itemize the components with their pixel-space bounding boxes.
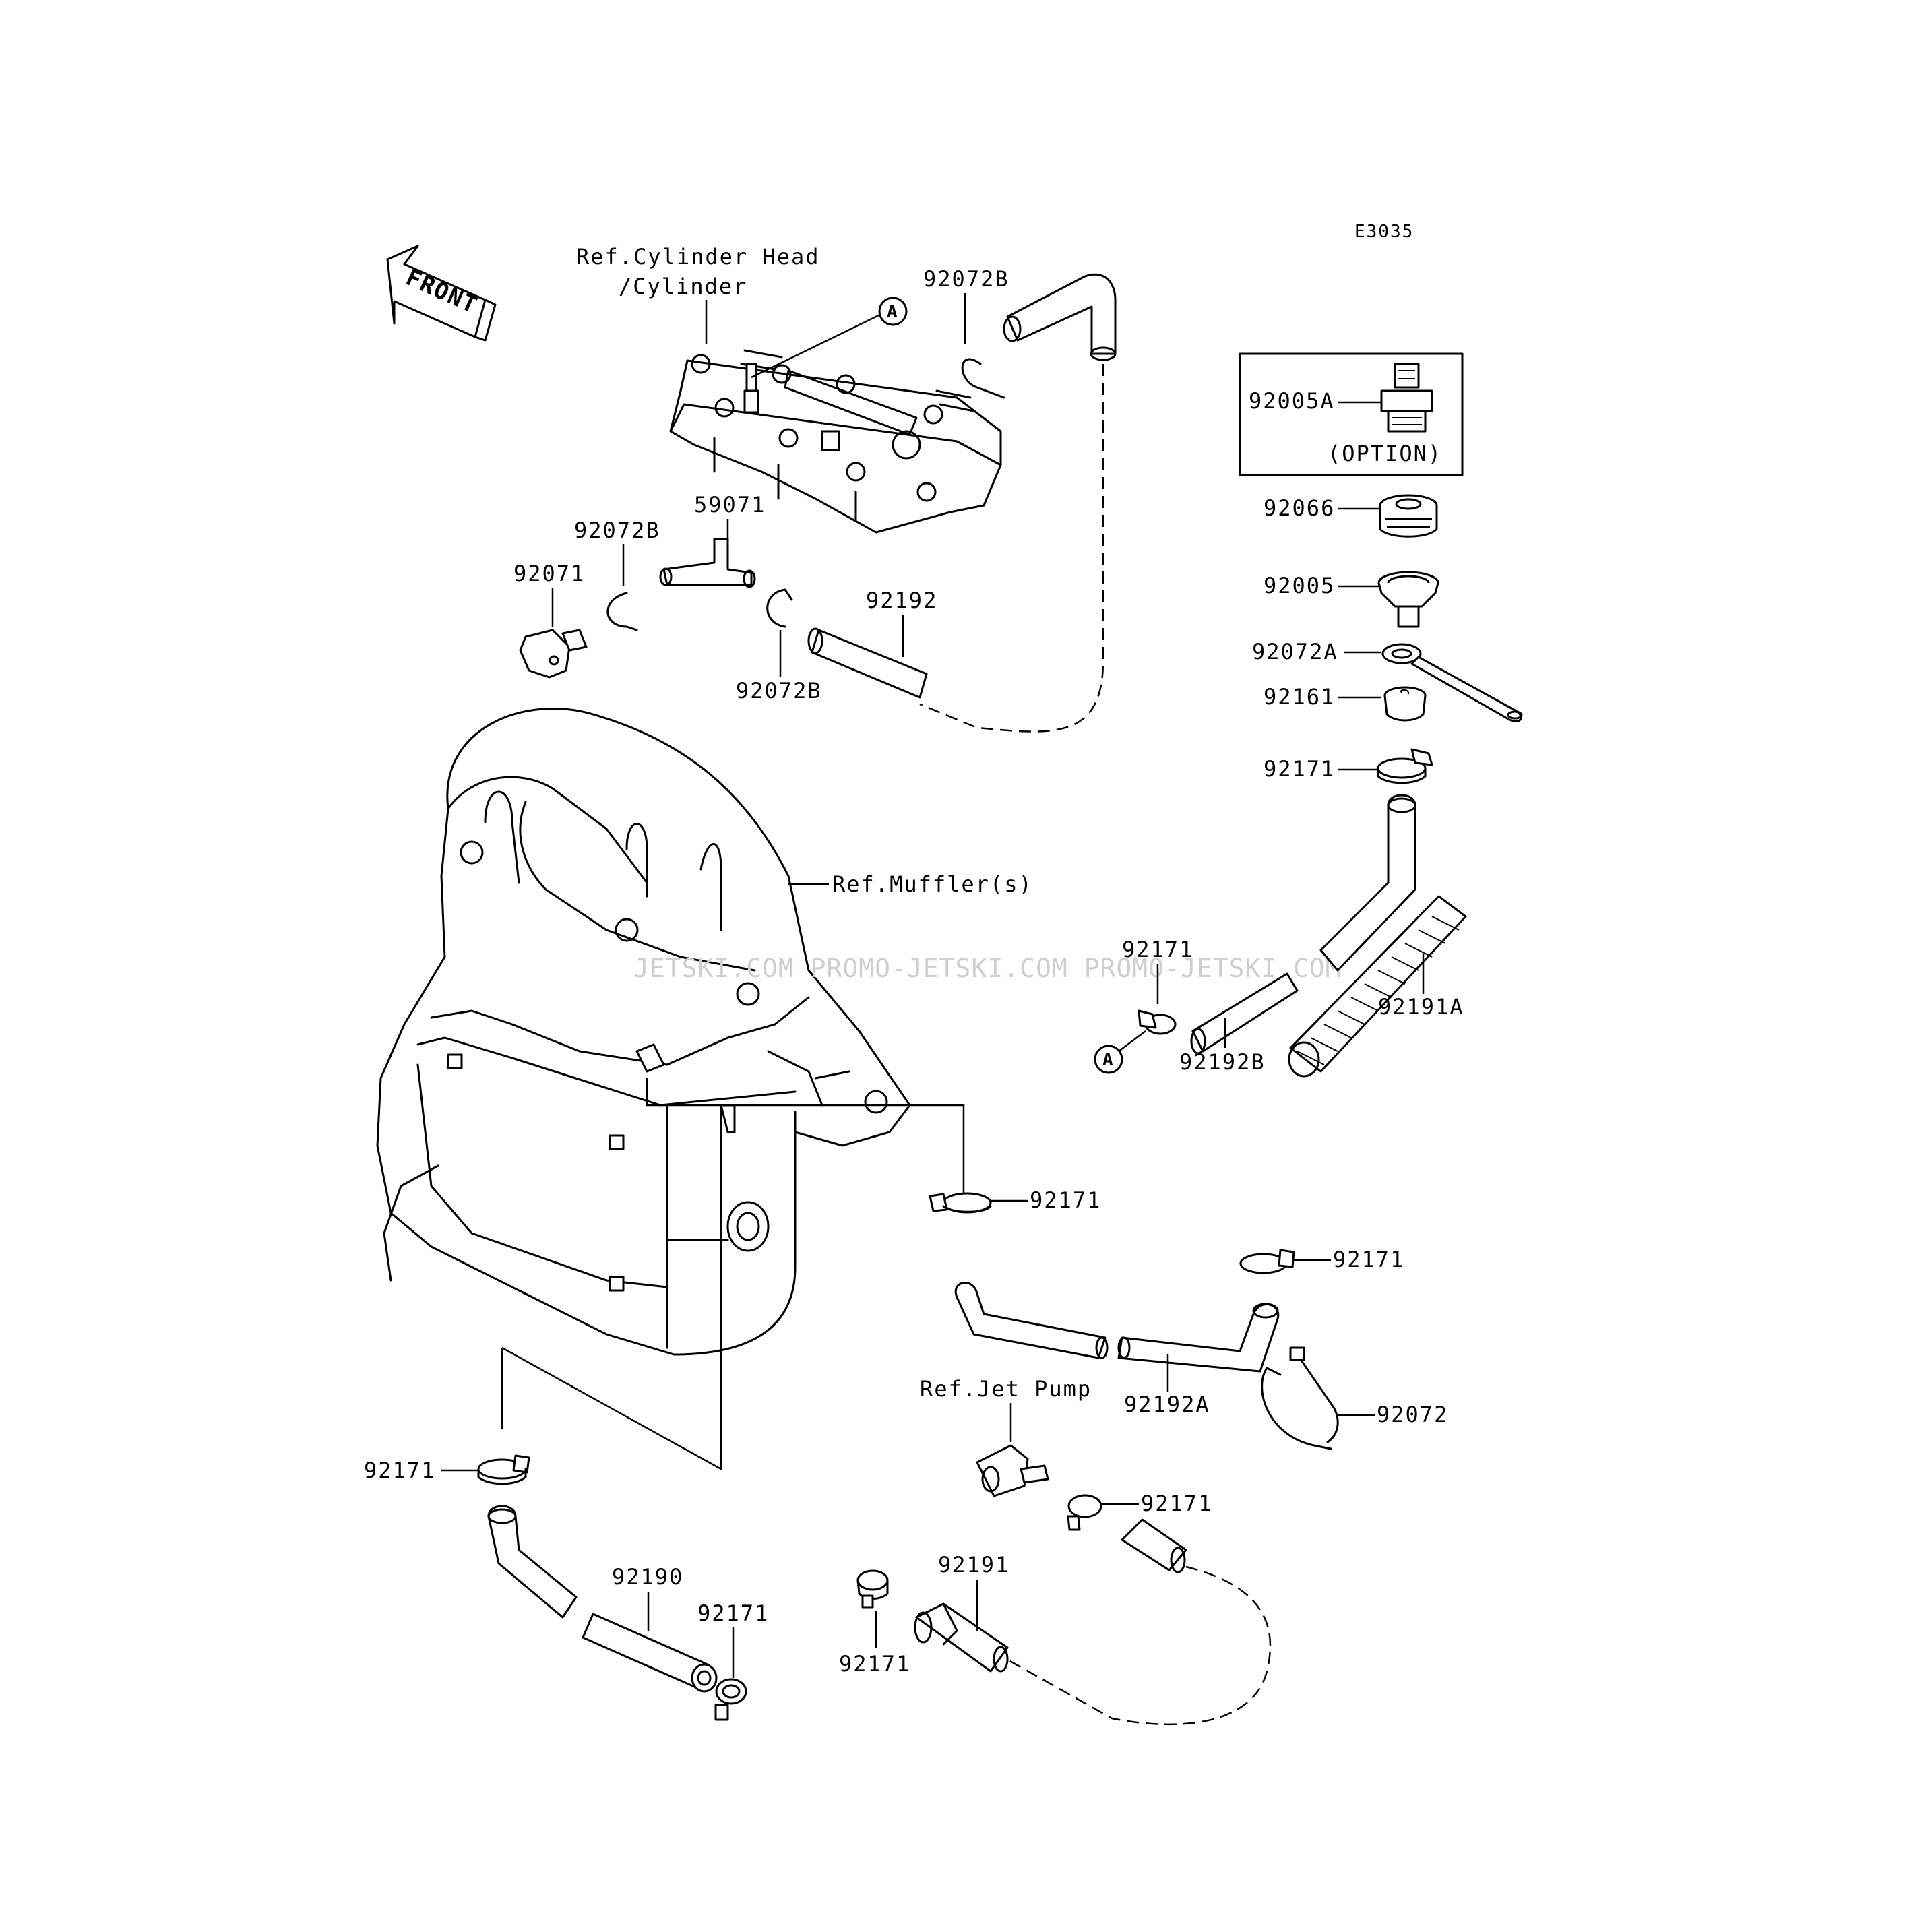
diagram-code: E3035 [1354,222,1414,242]
label-92171-c2: 92171 [1333,1247,1404,1272]
label-59071: 59071 [694,492,766,518]
hose-elbow-right [1319,794,1416,972]
label-92171-left: 92171 [364,1458,435,1483]
plug-92071 [519,629,571,679]
clamp-92171-r1 [1377,748,1433,784]
label-92072B-top: 92072B [923,266,1009,292]
label-92192A: 92192A [1124,1392,1210,1417]
label-92005A: 92005A [1249,388,1335,414]
callout-a-top: A [887,302,899,322]
label-92192B: 92192B [1179,1049,1266,1075]
label-92066: 92066 [1264,495,1335,521]
label-92171-b1: 92171 [1141,1491,1212,1516]
label-92005: 92005 [1264,573,1335,598]
label-92171-c1: 92171 [1030,1187,1101,1213]
hose-elbow-bottom-left [487,1505,578,1619]
hose-92190 [582,1613,709,1689]
ref-muffler-label: Ref.Muffler(s) [832,871,1033,897]
option-note: (OPTION) [1328,441,1442,466]
label-92072B-left: 92072B [574,518,660,543]
label-92191A: 92191A [1378,994,1464,1020]
hose-92192A-left [954,1282,1107,1359]
clamp-92171-jp [856,1569,889,1609]
front-arrow-icon: FRONT [386,245,497,342]
clamp-92072B-top [961,358,1005,399]
clamp-92171-c2 [1239,1249,1295,1274]
hose-92191 [915,1602,1009,1673]
label-92190: 92190 [612,1564,683,1590]
label-92171-b2: 92171 [697,1600,769,1626]
muffler-body [376,708,911,1356]
label-92192: 92192 [866,588,937,613]
option-box [1239,352,1464,476]
label-92072B-low: 92072B [736,678,822,704]
clamp-92171-mid [1138,1009,1177,1035]
ref-jet-pump-label: Ref.Jet Pump [920,1376,1092,1402]
clamp-92072B-left [606,592,638,631]
band-92072 [1261,1353,1339,1450]
clamp-92171-b2 [714,1678,747,1721]
jet-pump-fitting [976,1444,1049,1497]
cylinder-head-cover [669,349,1002,534]
label-92171-mid: 92171 [1122,937,1193,962]
label-92072A: 92072A [1252,639,1338,664]
clamp-92171-b1 [1067,1494,1102,1531]
label-92171-jp: 92171 [839,1651,910,1677]
label-92191: 92191 [938,1552,1009,1578]
label-92161: 92161 [1264,684,1335,710]
clamp-92072B-low [766,588,793,628]
plug-92161 [1383,686,1427,722]
label-92072: 92072 [1377,1402,1448,1427]
label-92171-r1: 92171 [1264,756,1335,782]
clamp-92171-left [477,1454,530,1485]
ref-cylinder-head-label: Ref.Cylinder Head [576,244,820,270]
cap-92066 [1379,494,1438,538]
hose-92192B [1191,972,1299,1053]
hose-92192 [811,629,928,699]
strap-92072A [1381,643,1523,722]
fitting-92005A [1380,363,1433,433]
corrugated-hose-92191A [1288,895,1467,1078]
fitting-59071 [662,538,753,586]
label-92071: 92071 [513,561,585,586]
watermark-text: JETSKI.COM PROMO-JETSKI.COM PROMO-JETSKI… [633,954,1342,983]
ref-cylinder-label: /Cylinder [619,274,747,299]
hose-bottom-right [1121,1518,1187,1571]
clamp-92171-c1 [929,1192,992,1214]
hose-elbow-top [1006,273,1117,355]
fitting-92005 [1377,571,1439,628]
callout-a-mid: A [1102,1050,1115,1070]
